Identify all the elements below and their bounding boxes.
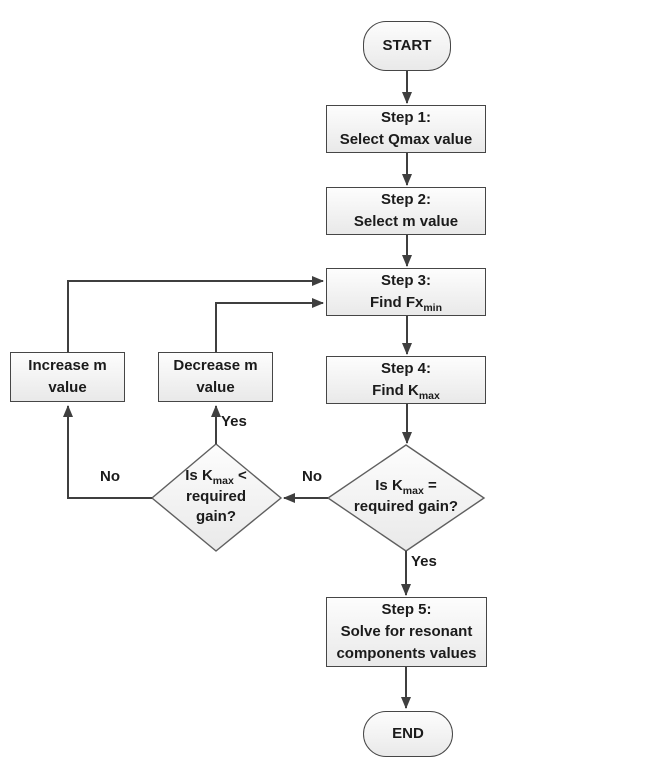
decision-kmax-less-diamond <box>150 443 283 552</box>
start-node: START <box>363 21 451 71</box>
increase-m-line1: Increase m <box>28 356 107 374</box>
connector-decision-less-to-increase-no <box>63 405 152 499</box>
step5-node: Step 5: Solve for resonant components va… <box>326 597 487 667</box>
end-label: END <box>392 724 424 742</box>
connector-decrease-to-step3 <box>215 298 324 352</box>
step2-line1: Step 2: <box>380 190 431 208</box>
decrease-m-node: Decrease m value <box>158 352 273 402</box>
step5-line3: components values <box>336 645 477 663</box>
edge-label-less-no: No <box>100 468 120 485</box>
edge-label-equal-yes: Yes <box>411 553 437 570</box>
start-label: START <box>382 36 432 54</box>
step4-node: Step 4: Find Kmax <box>326 356 486 404</box>
decision-kmax-equal-diamond <box>326 444 486 552</box>
increase-m-line2: value <box>48 379 87 396</box>
end-node: END <box>363 711 453 757</box>
step3-line1: Step 3: <box>380 271 431 289</box>
step5-line2: Solve for resonant <box>340 622 473 640</box>
step5-line1: Step 5: <box>381 600 432 618</box>
edge-label-equal-no: No <box>302 468 322 485</box>
step3-line2: Find Fxmin <box>370 294 442 314</box>
step2-node: Step 2: Select m value <box>326 187 486 235</box>
step1-line1: Step 1: <box>380 108 431 126</box>
step4-line2: Find Kmax <box>372 382 440 402</box>
increase-m-node: Increase m value <box>10 352 125 402</box>
connector-increase-to-step3 <box>67 276 324 352</box>
step3-node: Step 3: Find Fxmin <box>326 268 486 316</box>
decrease-m-line1: Decrease m <box>173 356 258 374</box>
step1-node: Step 1: Select Qmax value <box>326 105 486 153</box>
decrease-m-line2: value <box>196 379 235 396</box>
step2-line2: Select m value <box>353 213 459 230</box>
edge-label-less-yes: Yes <box>221 413 247 430</box>
step4-line1: Step 4: <box>380 359 431 377</box>
step1-line2: Select Qmax value <box>339 131 473 148</box>
